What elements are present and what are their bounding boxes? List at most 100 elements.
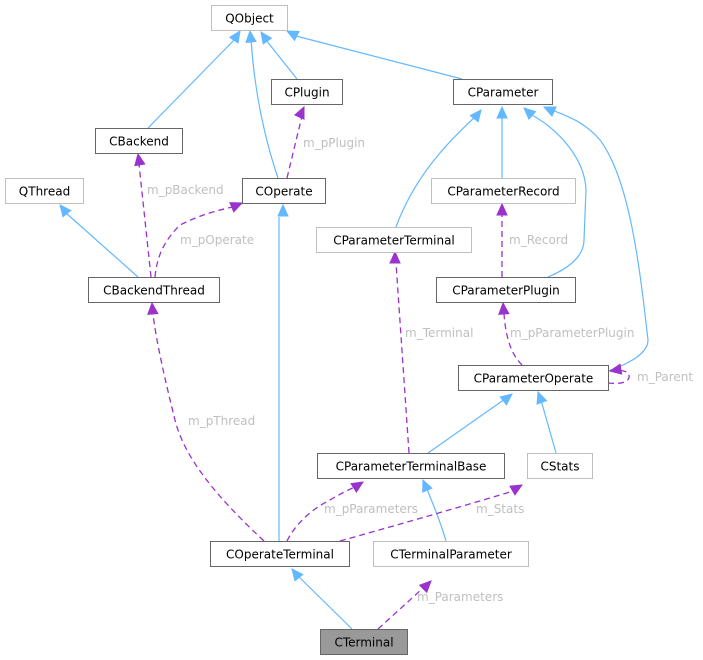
edge-line	[503, 313, 523, 366]
inheritance-arrow-icon	[260, 31, 273, 45]
edge-line	[529, 113, 587, 278]
node-label: CParameterTerminal	[333, 234, 455, 248]
usage-arrow-icon	[509, 484, 524, 496]
node-box	[211, 5, 288, 31]
inheritance-arrow-icon	[277, 203, 289, 217]
edge-line	[138, 163, 152, 278]
node-label: COperate	[255, 185, 312, 199]
node-label: CStats	[540, 460, 579, 474]
inheritance-edge-cparameter-to-qobject	[285, 30, 463, 80]
class-node-cplugin[interactable]: CPlugin	[271, 79, 343, 105]
edge-label-m-parameters: m_Parameters	[417, 590, 503, 604]
usage-arrow-icon	[418, 580, 432, 594]
node-box	[317, 453, 505, 479]
usage-edge-cbackendthread-to-cbackend	[134, 152, 152, 278]
edge-line	[607, 369, 630, 385]
inheritance-edge-cparameterrecord-to-cparameter	[496, 105, 508, 178]
inheritance-arrow-icon	[422, 478, 433, 493]
class-node-cparameteroperate[interactable]: CParameterOperate	[458, 365, 609, 391]
node-label: CParameter	[468, 86, 539, 100]
node-box	[271, 79, 343, 105]
inheritance-arrow-icon	[59, 204, 72, 218]
edge-line	[427, 398, 506, 454]
class-node-cterminal[interactable]: CTerminal	[320, 629, 408, 655]
inheritance-edge-cbackendthread-to-qthread	[59, 204, 139, 278]
node-label: CBackend	[109, 135, 169, 149]
node-box	[88, 277, 220, 303]
node-label: CPlugin	[284, 86, 329, 100]
inheritance-arrow-icon	[499, 393, 513, 406]
usage-edge-cbackendthread-to-coperate	[154, 202, 244, 278]
node-box	[242, 178, 326, 204]
edge-label-m-record: m_Record	[509, 233, 568, 247]
usage-edge-cterminal-to-cterminalparameter	[377, 580, 432, 630]
inheritance-edge-cparameteroperate-to-cparameter	[542, 106, 649, 372]
node-box	[436, 277, 576, 303]
inheritance-edge-cparameterterminalbase-to-cparameteroperate	[427, 393, 513, 454]
node-box	[373, 541, 529, 567]
edge-line	[426, 488, 447, 542]
inheritance-arrow-icon	[228, 29, 241, 44]
class-node-qobject[interactable]: QObject	[211, 5, 288, 31]
edge-label-m-pparameters: m_pParameters	[324, 502, 418, 516]
inheritance-edge-cparameterterminal-to-cparameter	[395, 109, 482, 228]
inheritance-edge-cbackend-to-qobject	[147, 29, 241, 129]
usage-arrow-icon	[147, 301, 159, 315]
edge-label-m-pplugin: m_pPlugin	[303, 136, 365, 150]
usage-arrow-icon	[496, 202, 508, 216]
class-node-cparameterplugin[interactable]: CParameterPlugin	[436, 277, 576, 303]
class-node-cparameterrecord[interactable]: CParameterRecord	[431, 178, 576, 204]
node-label: QThread	[19, 185, 70, 199]
node-box	[431, 178, 576, 204]
edge-label-m-pbackend: m_pBackend	[147, 183, 224, 197]
class-node-coperateterminal[interactable]: COperateTerminal	[210, 541, 350, 567]
inheritance-arrow-icon	[536, 390, 548, 405]
edge-line	[154, 206, 234, 278]
edge-label-m-pthread: m_pThread	[188, 414, 255, 428]
inheritance-arrow-icon	[542, 106, 557, 118]
node-label: COperateTerminal	[226, 548, 334, 562]
edge-line	[551, 109, 649, 372]
edge-line	[540, 399, 557, 454]
node-box	[453, 79, 553, 105]
usage-edge-coperateterminal-to-cbackendthread	[147, 301, 265, 542]
usage-edge-coperate-to-cplugin	[286, 105, 305, 179]
class-node-cterminalparameter[interactable]: CTerminalParameter	[373, 541, 529, 567]
edge-line	[286, 115, 303, 179]
inheritance-edge-coperate-to-qobject	[245, 29, 279, 179]
edge-line	[250, 37, 279, 179]
class-node-cbackend[interactable]: CBackend	[95, 128, 183, 154]
edge-line	[265, 39, 298, 80]
class-node-cparameterterminalbase[interactable]: CParameterTerminalBase	[317, 453, 505, 479]
usage-edge-cparameteroperate-to-cparameteroperate	[607, 363, 630, 385]
node-label: CParameterPlugin	[452, 284, 560, 298]
usage-arrow-icon	[350, 481, 365, 494]
edge-label-m-terminal: m_Terminal	[405, 326, 473, 340]
inheritance-edge-cstats-to-cparameteroperate	[536, 390, 557, 454]
edge-label-m-pparameterplugin: m_pParameterPlugin	[510, 326, 634, 340]
node-box	[210, 541, 350, 567]
edge-line	[147, 37, 237, 129]
usage-edge-cparameterterminalbase-to-cparameterterminal	[389, 250, 410, 454]
edge-line	[65, 212, 139, 278]
edge-line	[286, 486, 356, 542]
usage-arrow-icon	[134, 152, 146, 167]
inheritance-arrow-icon	[523, 107, 537, 120]
inheritance-edge-cterminalparameter-to-cparameterterminalbase	[422, 478, 447, 542]
inheritance-arrow-icon	[496, 105, 508, 119]
node-label: CTerminalParameter	[390, 548, 512, 562]
class-node-cbackendthread[interactable]: CBackendThread	[88, 277, 220, 303]
node-label: CBackendThread	[103, 284, 205, 298]
usage-edge-coperateterminal-to-cstats	[339, 484, 524, 542]
class-node-cparameterterminal[interactable]: CParameterTerminal	[316, 227, 472, 253]
edge-line	[395, 115, 477, 228]
edge-line	[295, 35, 463, 80]
edge-label-m-poperate: m_pOperate	[180, 233, 254, 247]
class-node-cstats[interactable]: CStats	[527, 453, 593, 479]
class-node-qthread[interactable]: QThread	[5, 178, 84, 204]
class-node-coperate[interactable]: COperate	[242, 178, 326, 204]
node-box	[527, 453, 593, 479]
inheritance-arrow-icon	[285, 30, 300, 42]
class-node-cparameter[interactable]: CParameter	[453, 79, 553, 105]
